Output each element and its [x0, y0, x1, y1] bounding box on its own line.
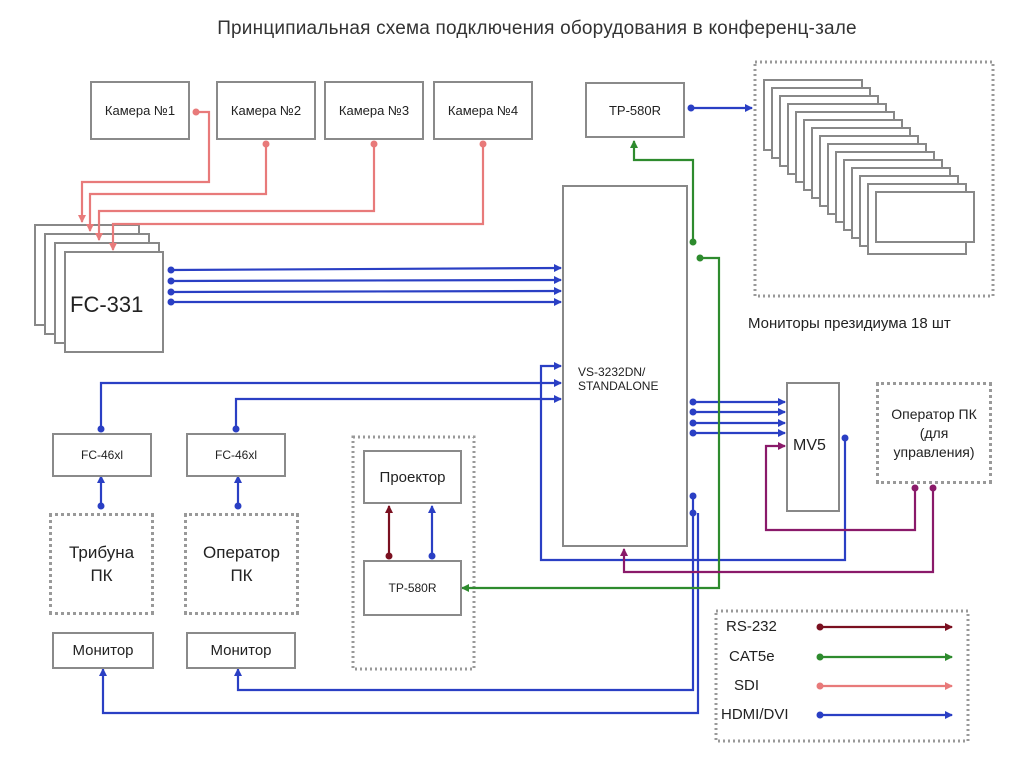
control-to-matrix	[620, 488, 935, 574]
cat5e-to-tp580r-bottom	[461, 256, 721, 592]
monitor-right-box: Монитор	[186, 632, 296, 669]
cat5e-to-tp580r-top	[630, 140, 695, 242]
tribune-pc-label: Трибуна ПК	[68, 543, 135, 585]
camera-4-label: Камера №4	[447, 103, 519, 118]
hdmi-fc46-lines	[97, 379, 562, 506]
diagram-title: Принципиальная схема подключения оборудо…	[217, 18, 857, 39]
presidium-monitors-stack	[763, 79, 975, 255]
legend-cat5e-label: CAT5e	[729, 648, 775, 665]
camera-1-box: Камера №1	[90, 81, 190, 140]
legend-rs232-label: RS-232	[726, 618, 777, 635]
legend-hdmi-label: HDMI/DVI	[721, 706, 789, 723]
tp580r-top-box: TP-580R	[585, 82, 685, 138]
sdi-lines	[78, 110, 485, 251]
tp580r-top-label: TP-580R	[608, 102, 662, 118]
operator-pc-label: Оператор ПК	[203, 543, 280, 585]
legend-dots	[816, 623, 824, 719]
tp580r-bottom-label: TP-580R	[388, 581, 437, 595]
hdmi-monitor-lines	[99, 496, 700, 715]
fc46-right-box: FC-46xl	[186, 433, 286, 477]
control-to-mv5	[764, 442, 917, 532]
projector-group-border	[351, 435, 476, 671]
tribune-pc-box: Трибуна ПК	[49, 513, 154, 615]
operator-control-pc-label: Оператор ПК (для управления)	[891, 405, 977, 460]
monitor-left-box: Монитор	[52, 632, 154, 669]
fc46-left-label: FC-46xl	[80, 448, 123, 462]
camera-3-label: Камера №3	[338, 103, 410, 118]
matrix-box	[562, 185, 688, 547]
presidium-group-border	[753, 60, 995, 298]
operator-pc-box: Оператор ПК	[184, 513, 299, 615]
fc46-left-box: FC-46xl	[52, 433, 152, 477]
legend-sdi-label: SDI	[734, 677, 760, 694]
projector-box: Проектор	[363, 450, 462, 504]
legend-border	[714, 609, 970, 743]
monitor-left-label: Монитор	[72, 642, 134, 659]
camera-2-box: Камера №2	[216, 81, 316, 140]
tp580r-bottom-box: TP-580R	[363, 560, 462, 616]
fc331-label: FC-331	[70, 292, 144, 317]
matrix-label: VS-3232DN/ STANDALONE	[578, 365, 659, 393]
hdmi-mv5-lines	[693, 398, 786, 437]
presidium-label: Мониторы президиума 18 шт	[748, 315, 951, 332]
legend-lines	[820, 623, 953, 719]
sdi-dots	[192, 108, 487, 148]
camera-1-label: Камера №1	[104, 103, 176, 118]
hdmi-fc331-lines	[170, 264, 562, 306]
mv5-label: MV5	[793, 437, 826, 454]
fc46-right-label: FC-46xl	[214, 448, 257, 462]
hdmi-mv5-return	[539, 362, 847, 562]
monitor-right-label: Монитор	[210, 642, 272, 659]
mv5-box	[786, 382, 840, 512]
operator-control-pc-box: Оператор ПК (для управления)	[876, 382, 992, 484]
projector-label: Проектор	[379, 468, 446, 486]
camera-3-box: Камера №3	[324, 81, 424, 140]
fc331-stack	[34, 224, 164, 353]
camera-4-box: Камера №4	[433, 81, 533, 140]
camera-2-label: Камера №2	[230, 103, 302, 118]
